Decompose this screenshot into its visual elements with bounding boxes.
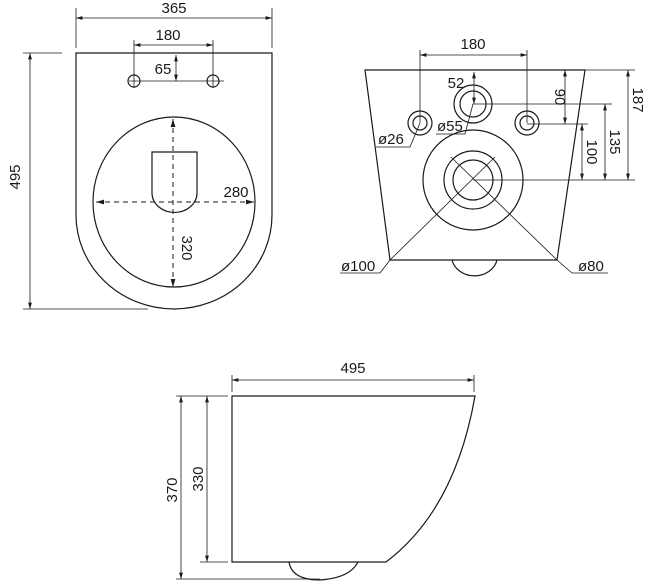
dim-320: 320 bbox=[178, 235, 195, 260]
dim-495-side: 495 bbox=[340, 360, 365, 377]
bowl-rim bbox=[92, 116, 256, 288]
dim-135: 135 bbox=[606, 129, 623, 154]
dim-187: 187 bbox=[629, 87, 646, 112]
dim-90: 90 bbox=[551, 89, 568, 106]
dim-365: 365 bbox=[161, 0, 186, 17]
dim-495: 495 bbox=[7, 164, 24, 189]
side-view: 495 330 370 bbox=[164, 360, 476, 581]
dim-180: 180 bbox=[155, 27, 180, 44]
dia-100: ø100 bbox=[341, 258, 375, 275]
bowl-outlet bbox=[151, 151, 198, 214]
back-view: 180 52 90 100 135 187 ø26 ø55 ø100 ø80 bbox=[340, 36, 646, 277]
dim-280: 280 bbox=[223, 184, 248, 201]
dia-55: ø55 bbox=[437, 118, 463, 135]
side-outline bbox=[231, 395, 476, 563]
dim-65: 65 bbox=[155, 61, 172, 78]
dim-52: 52 bbox=[448, 75, 465, 92]
dia-26: ø26 bbox=[378, 131, 404, 148]
dia-80: ø80 bbox=[578, 258, 604, 275]
dim-180-back: 180 bbox=[460, 36, 485, 53]
dim-370: 370 bbox=[164, 477, 181, 502]
dim-100: 100 bbox=[583, 139, 600, 164]
top-outline bbox=[75, 52, 273, 310]
top-view: 365 180 65 495 280 320 bbox=[7, 0, 273, 310]
dim-330: 330 bbox=[190, 466, 207, 491]
